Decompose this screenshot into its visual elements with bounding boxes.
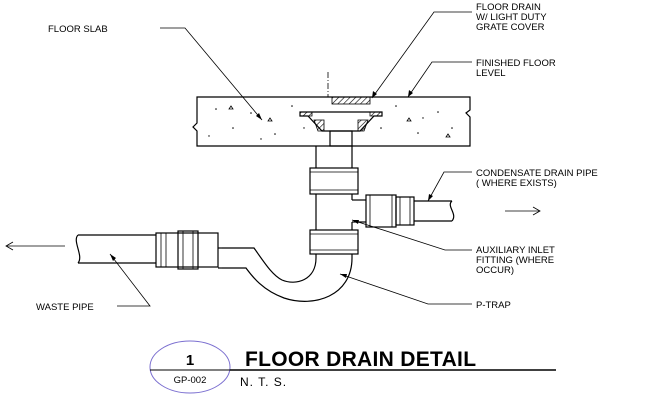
waste-pipe	[5, 230, 222, 270]
riser-pipe	[309, 146, 359, 255]
detail-title: FLOOR DRAIN DETAIL	[245, 348, 476, 371]
label-finished-floor-line1: FINISHED FLOOR	[476, 58, 556, 69]
label-condensate-line2: ( WHERE EXISTS)	[476, 178, 557, 189]
title-block: 1 GP-002 FLOOR DRAIN DETAIL N. T. S.	[149, 340, 556, 394]
label-p-trap: P-TRAP	[476, 300, 511, 311]
label-auxiliary-line1: AUXILIARY INLET	[476, 245, 555, 256]
scale-note: N. T. S.	[240, 375, 287, 389]
condensate-branch	[352, 194, 541, 228]
floor-slab	[192, 96, 471, 147]
floor-drain-body	[299, 72, 383, 147]
label-floor-drain-line1: FLOOR DRAIN	[476, 2, 541, 13]
sheet-reference: GP-002	[174, 375, 207, 386]
label-condensate-line1: CONDENSATE DRAIN PIPE	[476, 168, 598, 179]
label-auxiliary-line2: FITTING (WHERE	[476, 255, 554, 266]
label-floor-slab: FLOOR SLAB	[48, 24, 108, 35]
label-floor-drain-line3: GRATE COVER	[476, 22, 545, 33]
leader-lines	[109, 11, 472, 307]
p-trap	[222, 247, 353, 302]
label-auxiliary-line3: OCCUR)	[476, 265, 514, 276]
detail-number: 1	[186, 352, 194, 369]
label-waste-pipe: WASTE PIPE	[36, 302, 94, 313]
label-finished-floor-line2: LEVEL	[476, 68, 506, 79]
detail-bubble	[149, 340, 231, 394]
label-floor-drain-line2: W/ LIGHT DUTY	[476, 12, 547, 23]
